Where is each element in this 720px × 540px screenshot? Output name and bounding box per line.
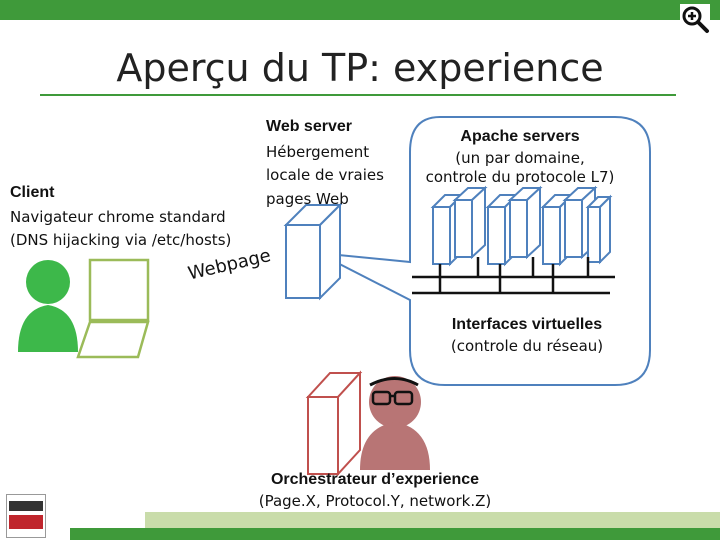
person-icon — [18, 260, 78, 352]
apache-server-icons — [430, 185, 613, 267]
webserver-line-2: locale de vraies — [266, 166, 384, 184]
bottom-accent-bar-light — [145, 512, 720, 528]
client-line-2: (DNS hijacking via /etc/hosts) — [10, 231, 232, 249]
client-heading: Client — [10, 184, 55, 201]
person-with-glasses-icon — [360, 376, 430, 470]
top-accent-bar — [0, 0, 720, 20]
apache-speech-bubble — [317, 116, 651, 386]
apache-server-2 — [485, 185, 543, 267]
orchestrator-line-1: (Page.X, Protocol.Y, network.Z) — [258, 492, 492, 510]
server-icon — [283, 202, 343, 301]
bottom-accent-bar — [70, 528, 720, 540]
client-line-1: Navigateur chrome standard — [10, 208, 226, 226]
laptop-icon — [76, 258, 150, 359]
apache-line-2: controle du protocole L7) — [425, 168, 615, 186]
apache-heading: Apache servers — [460, 128, 580, 145]
webserver-line-3: pages Web — [266, 190, 349, 208]
slide-title: Aperçu du TP: experience — [116, 46, 604, 90]
interfaces-heading: Interfaces virtuelles — [451, 316, 603, 333]
apache-line-1: (un par domaine, — [455, 149, 585, 167]
apache-server-1 — [430, 185, 488, 267]
zoom-in-icon[interactable] — [680, 4, 710, 34]
webserver-heading: Web server — [266, 118, 352, 135]
interfaces-line-1: (controle du réseau) — [450, 337, 604, 355]
institution-logo — [6, 494, 46, 538]
network-interface-lines — [412, 257, 615, 295]
orchestrator-heading: Orchestrateur d’experience — [270, 471, 480, 488]
apache-server-4 — [585, 194, 613, 265]
orchestrator-server-icon — [305, 370, 363, 477]
webserver-line-1: Hébergement — [266, 143, 370, 161]
title-underline — [40, 94, 676, 96]
